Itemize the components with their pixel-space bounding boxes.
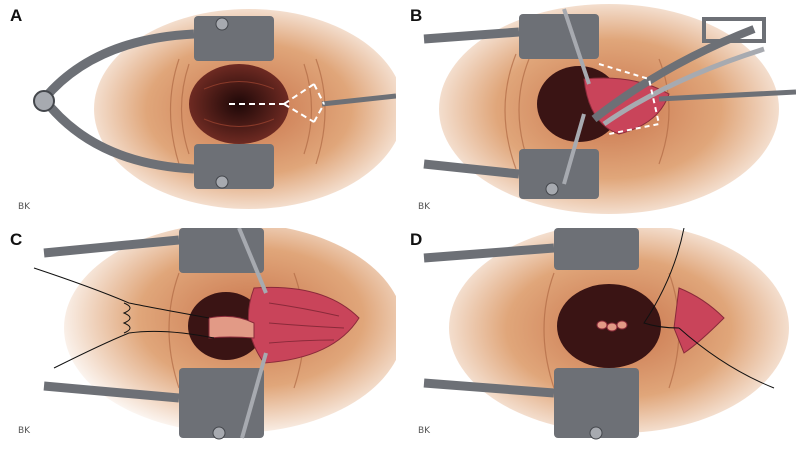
panel-letter: B <box>410 6 423 25</box>
panel-b-illustration <box>423 4 796 214</box>
retractor-frame <box>423 243 555 263</box>
forceps-instrument <box>562 8 591 85</box>
canal-folds <box>203 81 275 127</box>
retractor-blade-top <box>519 14 599 59</box>
panel-c: C BK <box>4 228 396 446</box>
retractor-frame <box>423 378 555 398</box>
panel-b: B BK <box>404 4 796 222</box>
retractor-frame <box>43 381 180 403</box>
suture-thread <box>643 228 775 389</box>
panel-a: A BK <box>4 4 396 222</box>
fistula-core <box>208 315 255 339</box>
screw-icon <box>545 182 559 196</box>
panel-letter: C <box>10 230 23 249</box>
forceps-instrument <box>562 113 586 185</box>
closed-internal-opening <box>596 320 628 332</box>
tissue-folds <box>169 58 326 165</box>
incision-lines <box>229 83 325 123</box>
retractor-blade-bottom <box>194 144 274 189</box>
panel-c-illustration <box>33 228 396 440</box>
screw-icon <box>215 175 229 189</box>
screw-icon <box>212 426 226 440</box>
artist-signature: BK <box>18 426 31 436</box>
panel-a-illustration <box>33 9 396 209</box>
retractor-blade-top <box>179 228 264 273</box>
retractor-frame <box>423 159 520 179</box>
incision-lines <box>598 63 661 135</box>
artist-signature: BK <box>418 202 431 212</box>
screw-icon <box>215 17 229 31</box>
suture-thread <box>33 267 215 369</box>
probe-instrument <box>658 89 796 102</box>
screw-icon <box>589 426 603 440</box>
forceps-instrument <box>240 352 268 439</box>
artist-signature: BK <box>18 202 31 212</box>
retractor-blade-top <box>554 228 639 270</box>
panel-letter: D <box>410 230 423 249</box>
panel-d: D BK <box>404 228 796 446</box>
retractor-blade-bottom <box>519 149 599 199</box>
retractor-frame <box>423 27 520 44</box>
retractor-blade-bottom <box>179 368 264 438</box>
mucosa-flap <box>673 287 725 354</box>
retractor-blade-top <box>194 16 274 61</box>
forceps-instrument <box>237 228 268 294</box>
panel-d-illustration <box>423 228 789 440</box>
artist-signature: BK <box>418 426 431 436</box>
retractor-frame <box>43 235 180 258</box>
panel-letter: A <box>10 6 23 25</box>
scissors-instrument <box>591 17 766 127</box>
probe-instrument <box>321 93 396 107</box>
retractor-hinge-icon <box>33 90 55 112</box>
mucosa-folds <box>268 302 345 344</box>
retractor-blade-bottom <box>554 368 639 438</box>
